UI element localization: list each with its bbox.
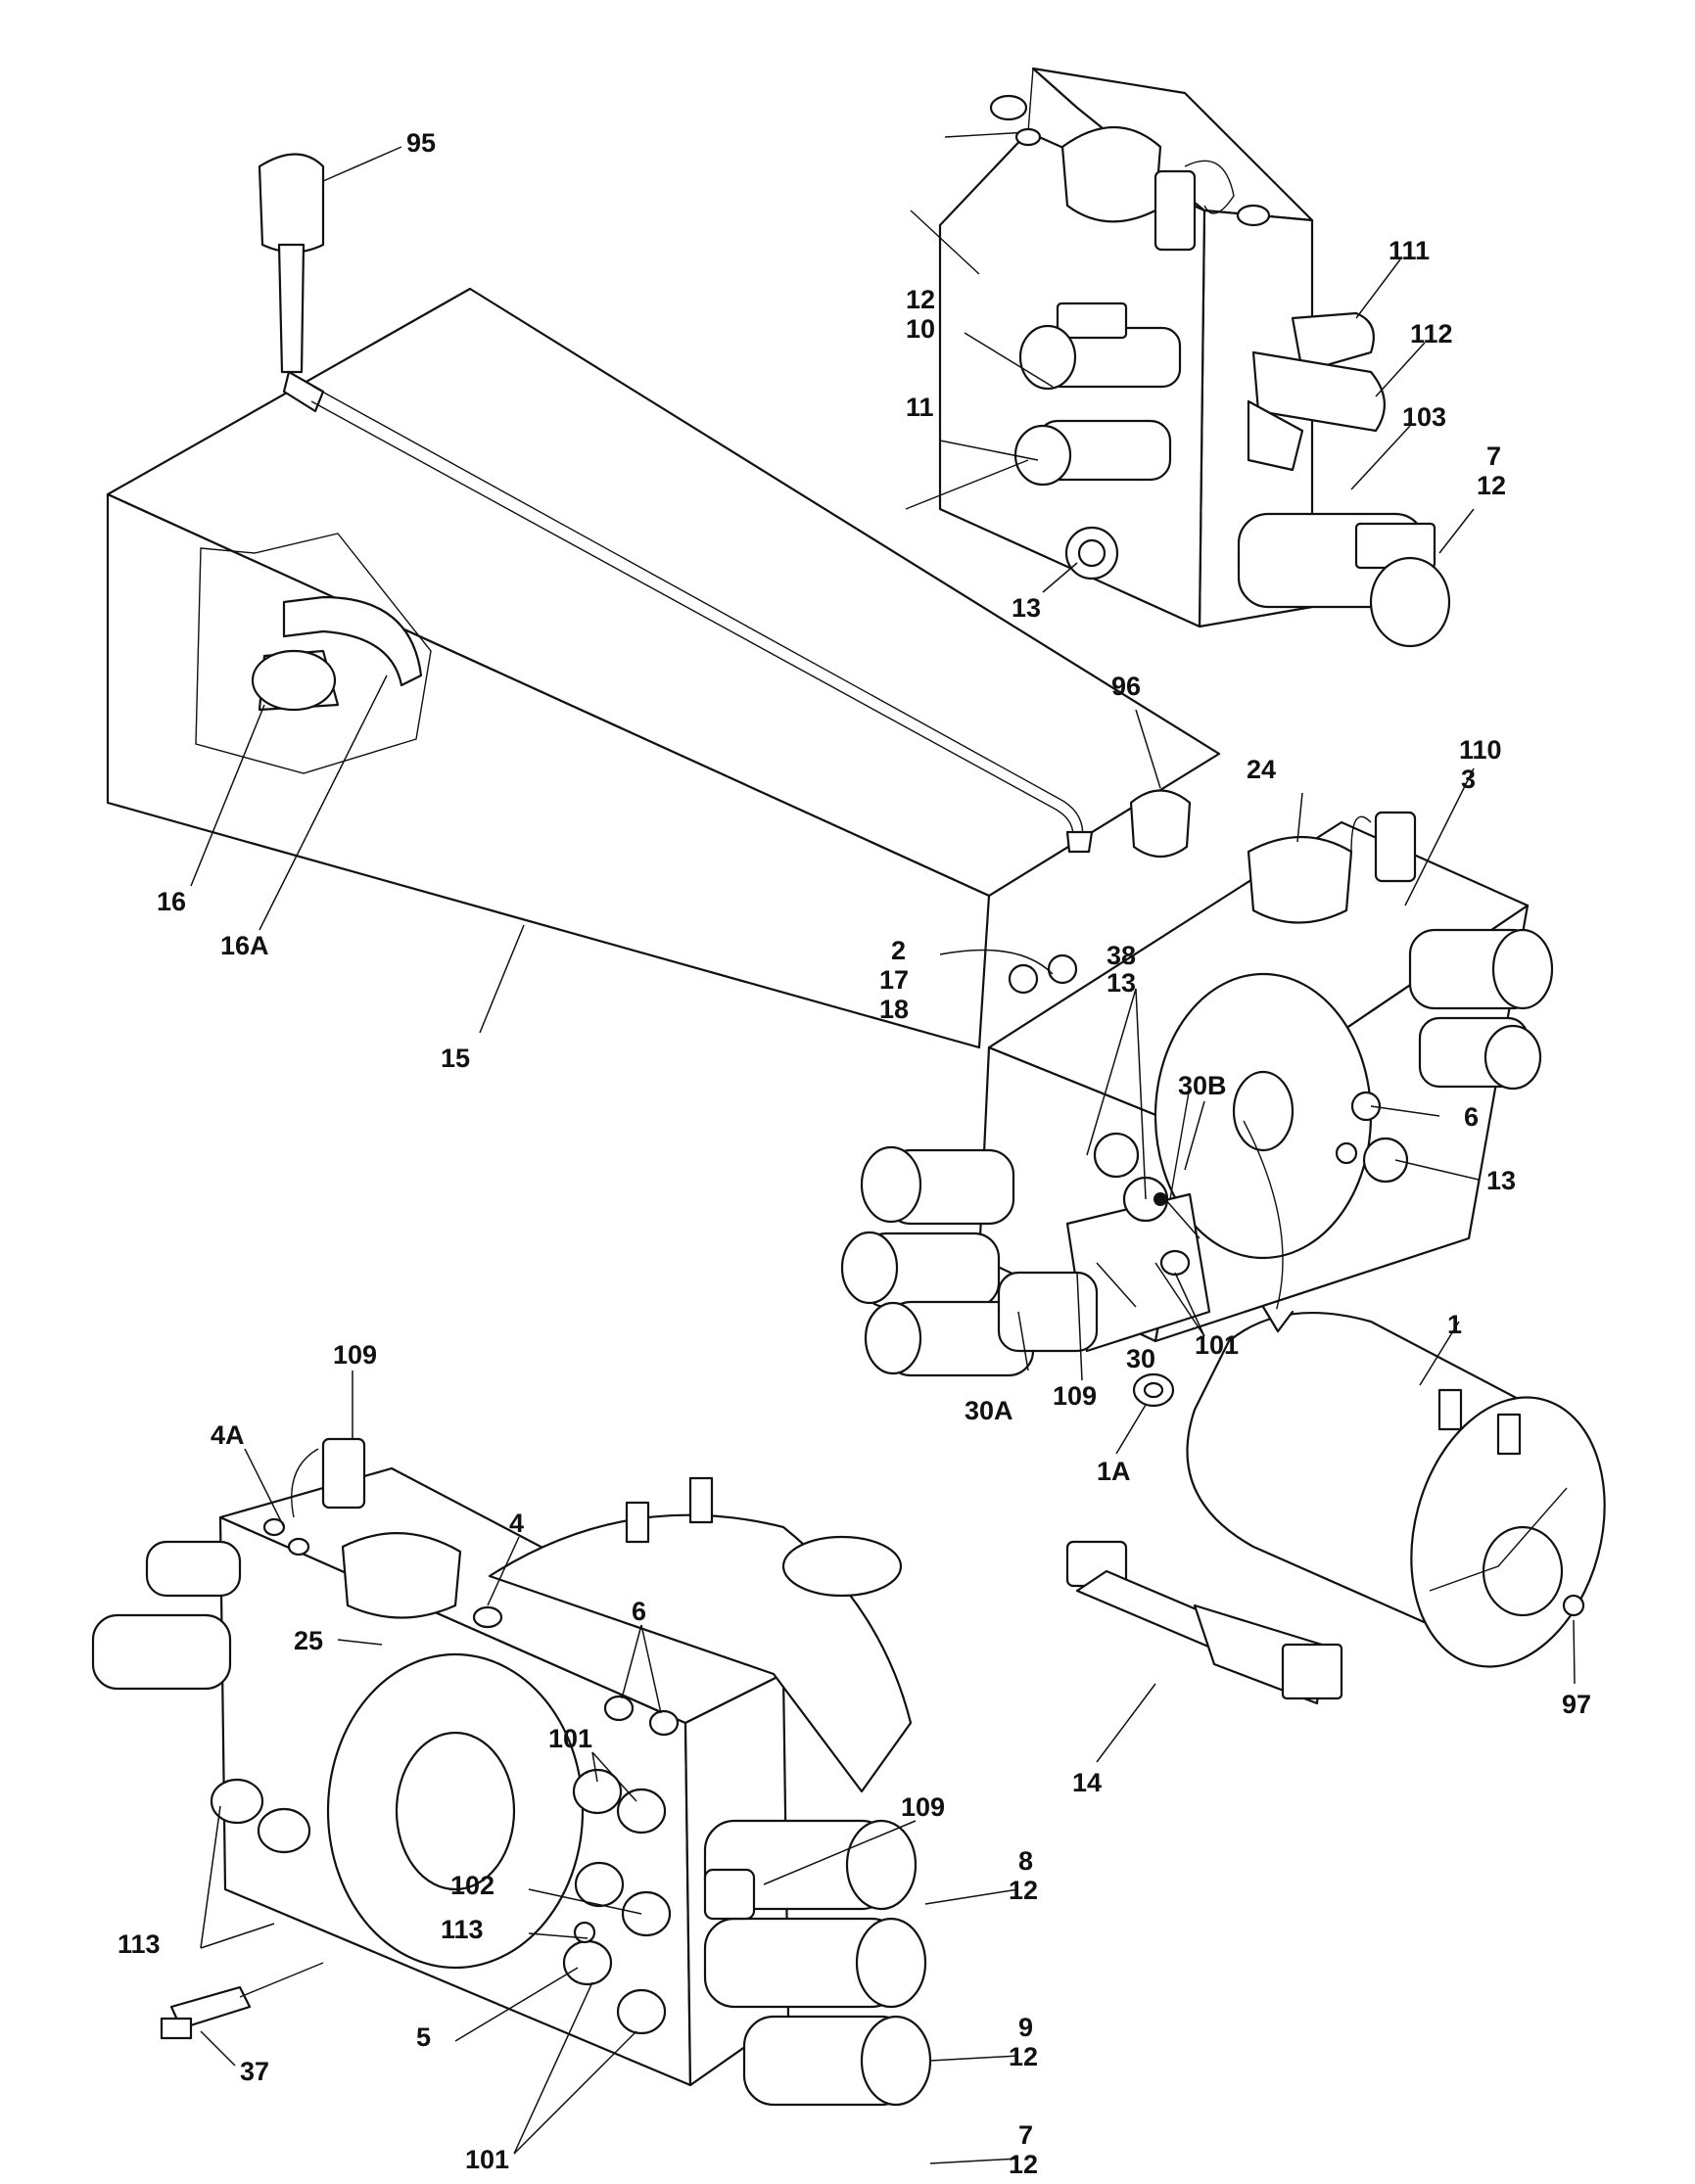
leader-lines — [190, 146, 1576, 2164]
callout-109-bottom: 109 — [901, 1792, 945, 1822]
callout-24: 24 — [1247, 755, 1276, 784]
callout-4a: 4A — [211, 1420, 245, 1450]
callout-113-left: 113 — [118, 1929, 161, 1959]
callout-13-right: 13 — [1486, 1166, 1516, 1195]
electric-motor — [1132, 1120, 1606, 1668]
callout-30b: 30B — [1178, 1071, 1227, 1100]
callout-103: 103 — [1402, 402, 1446, 432]
callout-8: 8 — [1018, 1846, 1033, 1876]
callout-1: 1 — [1447, 1310, 1462, 1339]
callout-95: 95 — [406, 128, 436, 158]
callout-12-top: 12 — [906, 285, 935, 314]
callout-16a: 16A — [220, 931, 269, 960]
callout-9: 9 — [1018, 2013, 1033, 2042]
callout-97: 97 — [1562, 1690, 1591, 1719]
callout-37: 37 — [240, 2057, 269, 2086]
callout-1a: 1A — [1097, 1457, 1131, 1486]
callout-12-bottom-9: 12 — [1009, 2042, 1038, 2071]
callout-30a: 30A — [965, 1396, 1013, 1425]
callout-10: 10 — [906, 314, 935, 344]
callout-17: 17 — [879, 965, 909, 995]
callout-16: 16 — [157, 887, 186, 916]
callout-18: 18 — [879, 995, 909, 1024]
callout-38: 38 — [1106, 941, 1136, 970]
callout-112: 112 — [1410, 319, 1453, 349]
callout-109-middle: 109 — [1053, 1381, 1097, 1411]
callout-11: 11 — [906, 393, 934, 422]
motor-cable — [1065, 1540, 1343, 1705]
callout-7-bottom: 7 — [1018, 2120, 1033, 2150]
callout-25: 25 — [294, 1626, 323, 1655]
callout-109-top-left: 109 — [333, 1340, 377, 1370]
callout-6-middle: 6 — [1464, 1102, 1479, 1132]
reservoir-tank — [106, 287, 1221, 1049]
callout-96: 96 — [1111, 672, 1141, 701]
callout-101-bottom: 101 — [465, 2145, 509, 2174]
callout-111: 111 — [1389, 236, 1430, 265]
callout-13-top: 13 — [1012, 593, 1041, 623]
callout-102: 102 — [450, 1871, 494, 1900]
callout-12-bottom-7: 12 — [1009, 2150, 1038, 2179]
callout-2: 2 — [891, 936, 906, 965]
callout-labels: 95 111 12 10 112 11 103 7 12 13 96 110 3… — [118, 128, 1591, 2179]
callout-101-bottom-top: 101 — [548, 1724, 592, 1753]
callout-3: 3 — [1461, 765, 1476, 794]
callout-5: 5 — [416, 2022, 431, 2052]
callout-12-bottom-8: 12 — [1009, 1876, 1038, 1905]
callout-15: 15 — [441, 1044, 470, 1073]
top-manifold-detail — [905, 67, 1451, 648]
callout-113-middle: 113 — [441, 1915, 484, 1944]
callout-12-top-right: 12 — [1477, 471, 1506, 500]
callout-14: 14 — [1072, 1768, 1102, 1797]
callout-13-middle: 13 — [1106, 968, 1136, 998]
callout-4: 4 — [509, 1509, 524, 1538]
callout-30: 30 — [1126, 1344, 1155, 1373]
callout-6-bottom: 6 — [632, 1597, 646, 1626]
bottom-manifold-assembly — [91, 1437, 932, 2107]
callout-101-middle: 101 — [1195, 1330, 1239, 1360]
middle-manifold-assembly — [840, 811, 1554, 1377]
filler-breather — [258, 153, 1094, 854]
callout-7-top: 7 — [1486, 441, 1501, 471]
callout-110: 110 — [1459, 735, 1502, 765]
